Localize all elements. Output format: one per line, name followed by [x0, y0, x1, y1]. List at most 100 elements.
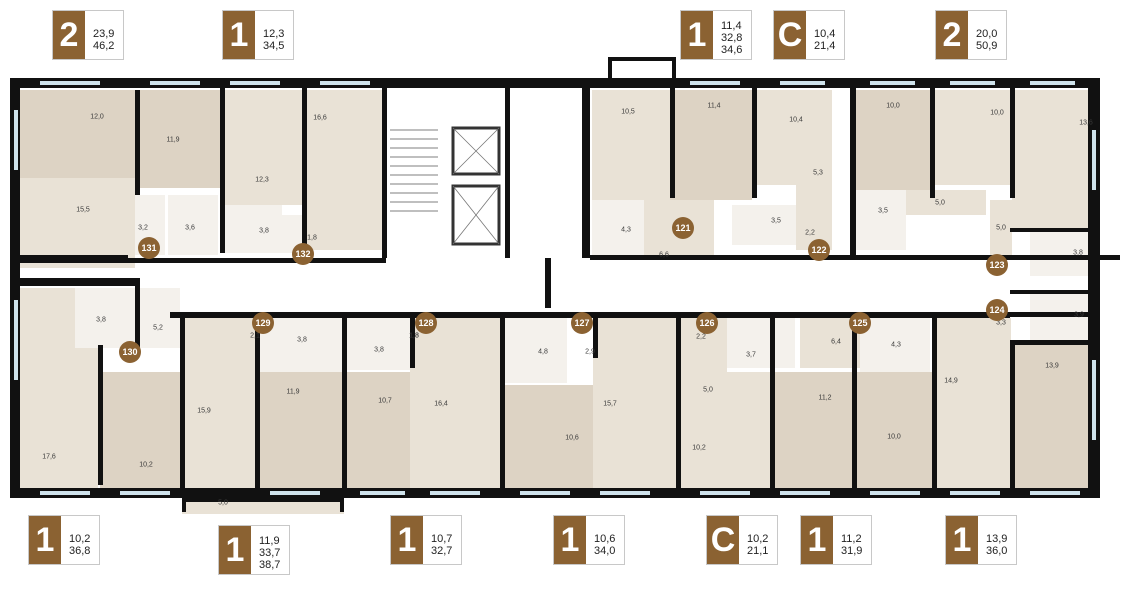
window	[1030, 81, 1075, 85]
wall	[10, 255, 128, 263]
wall	[505, 88, 510, 258]
room-fill	[304, 90, 382, 250]
window	[230, 81, 280, 85]
room-area-label: 16,6	[313, 114, 327, 122]
room-area-label: 2,9	[585, 348, 595, 356]
area-value-label: 50,9	[976, 40, 998, 52]
room-area-label: 11,9	[166, 136, 180, 144]
wall	[930, 88, 935, 198]
area-value-label: 10,2	[747, 533, 769, 545]
window	[120, 491, 170, 495]
wall	[720, 255, 1120, 260]
room-fill	[852, 372, 932, 488]
room-area-label: 13,9	[1045, 362, 1059, 370]
wall	[672, 57, 676, 81]
area-value-label: 10,4	[814, 28, 836, 40]
wall	[1010, 290, 1090, 294]
area-value-label: 32,7	[431, 545, 453, 557]
room-count-label: 1	[391, 516, 423, 564]
window	[1092, 360, 1096, 440]
wall	[770, 312, 775, 488]
area-value-label: 33,7	[259, 547, 281, 559]
room-fill	[1030, 228, 1090, 276]
room-area-label: 12,3	[255, 176, 269, 184]
area-value-label: 11,2	[841, 533, 862, 545]
room-fill	[852, 190, 906, 250]
room-count-label: 1	[223, 11, 255, 59]
apartment-number-badge: 122	[808, 239, 830, 261]
wall	[608, 57, 612, 81]
room-area-label: 4,3	[891, 341, 901, 349]
wall	[670, 88, 675, 198]
room-area-label: 3,8	[374, 346, 384, 354]
room-area-label: 10,2	[139, 461, 153, 469]
room-area-label: 15,7	[603, 400, 617, 408]
apartment-number-badge: 131	[138, 237, 160, 259]
wall	[340, 488, 344, 512]
room-area-label: 11,4	[707, 102, 721, 110]
apartment-number-badge: 127	[571, 312, 593, 334]
room-area-label: 3,8	[96, 316, 106, 324]
room-area-label: 5,2	[153, 324, 163, 332]
wall	[500, 312, 505, 488]
window	[40, 491, 90, 495]
window	[1030, 491, 1080, 495]
room-fill	[677, 318, 727, 488]
room-fill	[100, 372, 182, 488]
wall	[608, 57, 676, 61]
wall	[10, 78, 1100, 88]
room-fill	[135, 90, 220, 188]
window	[270, 491, 320, 495]
room-fill	[345, 318, 410, 370]
wall	[182, 498, 344, 502]
room-count-label: 1	[29, 516, 61, 564]
wall	[1010, 88, 1015, 198]
wall	[128, 258, 386, 263]
room-area-label: 1,8	[409, 332, 419, 340]
room-area-label: 11,9	[286, 388, 300, 396]
elevator-shaft	[451, 184, 501, 246]
window	[430, 491, 480, 495]
window	[360, 491, 405, 495]
window	[690, 81, 740, 85]
wall	[752, 88, 757, 198]
wall	[852, 312, 857, 488]
wall	[590, 255, 720, 260]
room-area-label: 4,8	[538, 348, 548, 356]
room-fill	[505, 385, 593, 488]
area-value-label: 36,0	[986, 545, 1008, 557]
room-fill	[796, 165, 832, 250]
wall	[170, 312, 515, 318]
wall	[850, 88, 856, 258]
room-fill	[508, 90, 583, 255]
room-area-label: 3,5	[878, 207, 888, 215]
area-value-label: 36,8	[69, 545, 91, 557]
room-area-label: 16,4	[434, 400, 448, 408]
wall	[410, 318, 415, 368]
apartment-number-badge: 128	[415, 312, 437, 334]
room-area-label: 2,2	[696, 333, 706, 341]
wall	[690, 312, 1010, 318]
room-fill	[990, 200, 1012, 260]
room-fill	[933, 318, 1011, 488]
area-value-label: 20,0	[976, 28, 998, 40]
wall	[676, 318, 681, 488]
area-value-label: 11,9	[259, 535, 280, 547]
room-fill	[75, 288, 120, 348]
room-area-label: 2,1	[250, 332, 260, 340]
window	[320, 81, 370, 85]
room-area-label: 3,2	[138, 224, 148, 232]
room-fill	[727, 318, 795, 368]
room-fill	[20, 178, 135, 268]
room-fill	[168, 195, 218, 255]
area-value-label: 34,5	[263, 40, 285, 52]
area-value-label: 11,4	[721, 20, 742, 32]
wall	[255, 318, 260, 488]
room-fill	[932, 90, 1012, 185]
wall	[182, 488, 186, 512]
